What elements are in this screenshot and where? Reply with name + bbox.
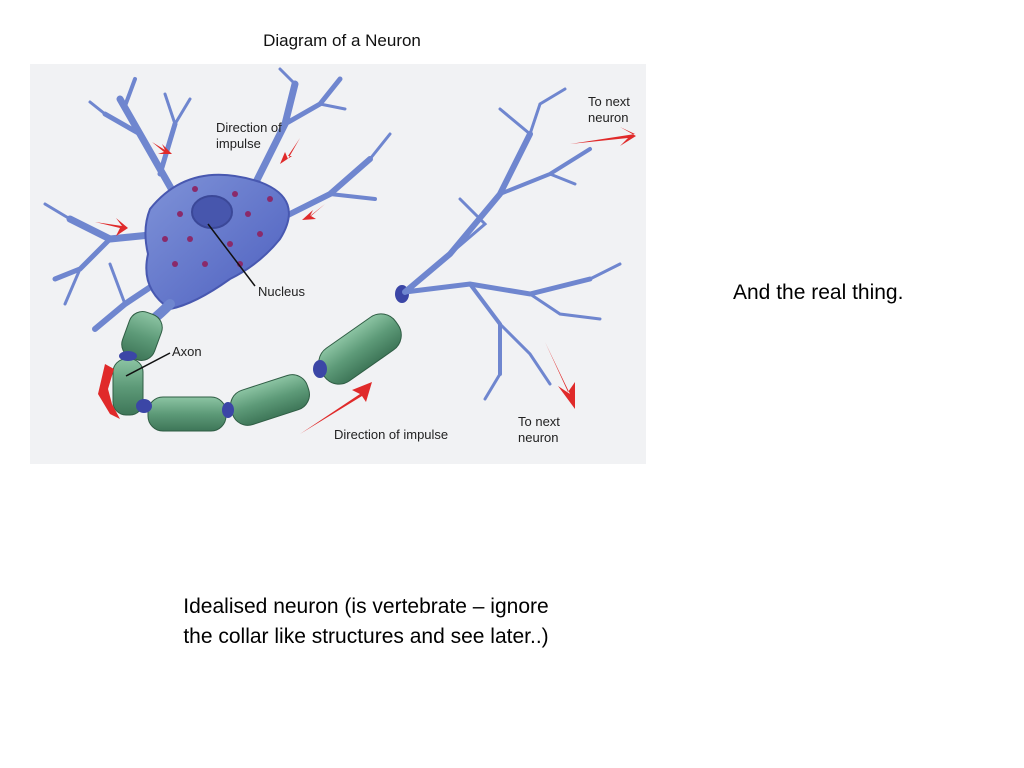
label-direction-top-2: impulse <box>216 136 261 151</box>
label-axon: Axon <box>172 344 202 359</box>
nissl-granules <box>162 186 273 267</box>
label-next-top-2: neuron <box>588 110 628 125</box>
nodes-of-ranvier <box>119 285 409 418</box>
slide-caption: Idealised neuron (is vertebrate – ignore… <box>100 592 632 652</box>
cell-body <box>144 173 290 311</box>
caption-line-1: Idealised neuron (is vertebrate – ignore <box>183 595 549 618</box>
caption-line-2: the collar like structures and see later… <box>183 625 549 648</box>
label-next-bottom-1: To next <box>518 414 560 429</box>
leader-lines <box>125 223 256 377</box>
neuron-diagram: Direction of impulse Nucleus Axon Direct… <box>30 64 646 464</box>
dendrites <box>43 67 392 332</box>
label-nucleus: Nucleus <box>258 284 305 299</box>
label-direction-bottom: Direction of impulse <box>334 427 448 442</box>
axon-terminals <box>402 87 622 401</box>
impulse-arrows <box>95 127 636 434</box>
label-next-bottom-2: neuron <box>518 430 558 445</box>
diagram-title: Diagram of a Neuron <box>263 31 421 50</box>
neuron-illustration: Direction of impulse Nucleus Axon Direct… <box>30 64 646 464</box>
label-next-top-1: To next <box>588 94 630 109</box>
side-caption: And the real thing. <box>733 281 904 304</box>
label-direction-top-1: Direction of <box>216 120 282 135</box>
myelin-sheath <box>112 311 402 432</box>
nucleus <box>191 195 233 229</box>
